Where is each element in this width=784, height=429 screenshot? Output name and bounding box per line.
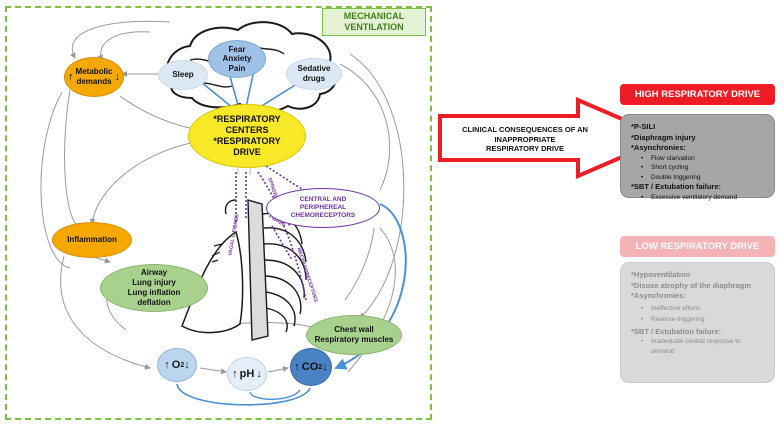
- inadequate-response-item: Inadequate central response to demand: [631, 337, 764, 356]
- co2-sub: 2: [318, 363, 323, 371]
- short-cycling-item: Short cycling: [631, 163, 764, 173]
- high-drive-title: HIGH RESPIRATORY DRIVE: [634, 89, 761, 100]
- chemoreceptors-node: CENTRAL AND PERIPHEREAL CHEMORECEPTORS: [266, 188, 380, 228]
- ph-node: ↑ pH ↓: [227, 357, 267, 391]
- deflation-text: deflation: [137, 298, 171, 307]
- low-sbt-item: *SBT / Extubation failure:: [631, 326, 722, 336]
- fear-text: Fear: [228, 44, 246, 54]
- resp-drive-line1: *RESPIRATORY: [213, 136, 281, 146]
- lung-injury-text: Lung injury: [132, 278, 176, 287]
- disuse-atrophy-item: *Disuse atrophy of the diaphragm: [631, 280, 752, 290]
- ph-down-icon: ↓: [256, 368, 262, 380]
- co2-up-icon: ↑: [294, 361, 300, 373]
- sedative-text: Sedative: [297, 64, 331, 73]
- chest-wall-muscles-node: Chest wall Respiratory muscles: [306, 315, 402, 355]
- low-drive-header: LOW RESPIRATORY DRIVE: [620, 236, 775, 257]
- pain-text: Pain: [228, 63, 246, 73]
- metabolic-down-icon: ↓: [114, 71, 120, 83]
- lung-inflation-text: Lung inflation: [127, 288, 181, 297]
- hypoventilation-item: *Hypoventilation: [631, 270, 691, 279]
- sedative-drugs-node: Sedative drugs: [286, 58, 342, 90]
- reverse-triggering-item: Reverse-triggering: [631, 315, 764, 325]
- metabolic-up-icon: ↑: [68, 71, 74, 83]
- anxiety-text: Anxiety: [222, 54, 252, 64]
- airway-text: Airway: [140, 268, 168, 277]
- excessive-demand-item: Excessive ventilatory demand: [631, 193, 764, 203]
- low-drive-panel: *Hypoventilation *Disuse atrophy of the …: [620, 262, 775, 383]
- mechanical-ventilation-frame: [5, 6, 432, 420]
- psili-item: *P-SILI: [631, 122, 656, 131]
- callout-line3: RESPIRATORY DRIVE: [485, 144, 565, 153]
- chest-wall-text: Chest wall: [334, 325, 374, 334]
- respiratory-centers-drive-node: *RESPIRATORY CENTERS *RESPIRATORY DRIVE: [188, 104, 306, 168]
- co2-down-icon: ↓: [322, 361, 328, 373]
- resp-drive-line2: DRIVE: [233, 147, 261, 157]
- metabolic-text: Metabolic: [75, 67, 113, 76]
- high-drive-panel: *P-SILI *Diaphragm injury *Asynchronies:…: [620, 114, 775, 202]
- high-asynchronies-item: *Asynchronies:: [631, 143, 687, 152]
- mechanical-ventilation-label: MECHANICAL VENTILATION: [343, 11, 405, 32]
- callout-line2: INAPPROPRIATE: [494, 134, 556, 144]
- inflammation-text: Inflammation: [67, 235, 117, 244]
- high-sbt-item: *SBT / Extubation failure:: [631, 182, 722, 191]
- o2-sub: 2: [180, 361, 185, 369]
- low-drive-title: LOW RESPIRATORY DRIVE: [635, 241, 760, 252]
- resp-centers-line1: *RESPIRATORY: [213, 114, 281, 124]
- chemo-line1: CENTRAL AND: [299, 196, 347, 203]
- airway-lung-injury-node: Airway Lung injury Lung inflation deflat…: [100, 264, 208, 312]
- o2-up-icon: ↑: [164, 359, 170, 371]
- sleep-node: Sleep: [158, 60, 208, 90]
- chemo-line2: PERIPHEREAL: [299, 204, 347, 211]
- flow-starvation-item: Flow starvation: [631, 154, 764, 164]
- o2-text: O: [171, 359, 181, 371]
- co2-text: CO: [301, 361, 319, 373]
- fear-anxiety-pain-node: Fear Anxiety Pain: [208, 40, 266, 78]
- left-lung: [181, 230, 244, 334]
- sleep-text: Sleep: [172, 70, 194, 79]
- o2-down-icon: ↓: [184, 359, 190, 371]
- respiratory-muscles-text: Respiratory muscles: [314, 335, 394, 344]
- callout-line1: CLINICAL CONSEQUENCES OF AN: [462, 125, 588, 134]
- ineffective-efforts-item: Ineffective efforts: [631, 304, 764, 314]
- inflammation-node: Inflammation: [52, 222, 132, 258]
- low-asynchronies-item: *Asynchronies:: [631, 291, 687, 300]
- resp-centers-line2: CENTERS: [225, 125, 269, 135]
- demands-text: demands: [76, 77, 112, 86]
- metabolic-demands-node: ↑ Metabolic demands ↓: [64, 57, 124, 97]
- chemo-line3: CHEMORECEPTORS: [290, 212, 356, 219]
- high-drive-header: HIGH RESPIRATORY DRIVE: [620, 84, 775, 105]
- ph-text: pH: [239, 368, 255, 380]
- diaphragm-injury-item: *Diaphragm injury: [631, 132, 696, 142]
- drugs-text: drugs: [302, 74, 326, 83]
- double-triggering-item: Double triggering: [631, 173, 764, 183]
- ph-up-icon: ↑: [232, 368, 238, 380]
- clinical-consequences-callout: CLINICAL CONSEQUENCES OF AN INAPPROPRIAT…: [440, 125, 610, 154]
- mechanical-ventilation-title: MECHANICAL VENTILATION: [322, 8, 426, 36]
